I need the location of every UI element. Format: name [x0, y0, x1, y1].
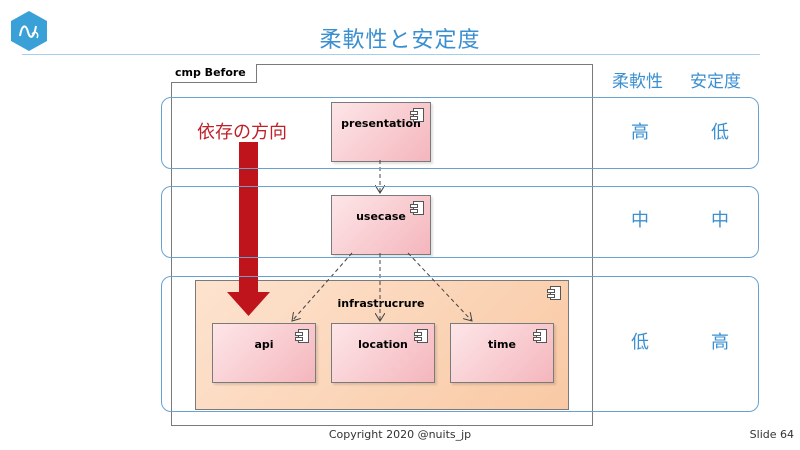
dependency-direction-label: 依存の方向: [197, 122, 287, 143]
column-header-stability: 安定度: [690, 72, 741, 92]
frame-label: cmp Before: [171, 64, 257, 83]
cell-flexibility-bottom: 低: [631, 332, 649, 353]
column-header-flexibility: 柔軟性: [612, 72, 663, 92]
cell-stability-middle: 中: [711, 210, 729, 231]
component-location: location: [331, 323, 435, 383]
cell-flexibility-middle: 中: [631, 210, 649, 231]
cell-stability-top: 低: [711, 122, 729, 143]
component-api: api: [212, 323, 316, 383]
slide-title: 柔軟性と安定度: [319, 28, 481, 53]
slide-number: Slide 64: [749, 428, 794, 441]
component-icon: [410, 108, 424, 122]
dependency-direction-arrow: [227, 142, 270, 316]
dependency-usecase-time: [407, 252, 472, 321]
component-icon: [414, 329, 428, 343]
component-label: presentation: [341, 117, 421, 130]
row-band-top: [161, 97, 759, 169]
copyright-footer: Copyright 2020 @nuits_jp: [328, 428, 472, 441]
component-label: time: [488, 338, 516, 351]
dependency-usecase-api: [292, 252, 353, 321]
package-component-icon: [547, 286, 561, 300]
component-icon: [410, 201, 424, 215]
component-usecase: usecase: [331, 195, 431, 255]
package-label: infrastrucrure: [337, 297, 425, 310]
row-band-bottom: [161, 276, 759, 412]
component-label: usecase: [356, 210, 406, 223]
component-time: time: [450, 323, 554, 383]
nuits-logo: [11, 11, 47, 51]
cell-stability-bottom: 高: [711, 332, 729, 353]
component-presentation: presentation: [331, 102, 431, 162]
row-band-middle: [161, 186, 759, 258]
component-label: api: [254, 338, 274, 351]
title-divider: [22, 54, 760, 55]
cell-flexibility-top: 高: [631, 122, 649, 143]
component-label: location: [358, 338, 408, 351]
component-icon: [533, 329, 547, 343]
component-icon: [295, 329, 309, 343]
